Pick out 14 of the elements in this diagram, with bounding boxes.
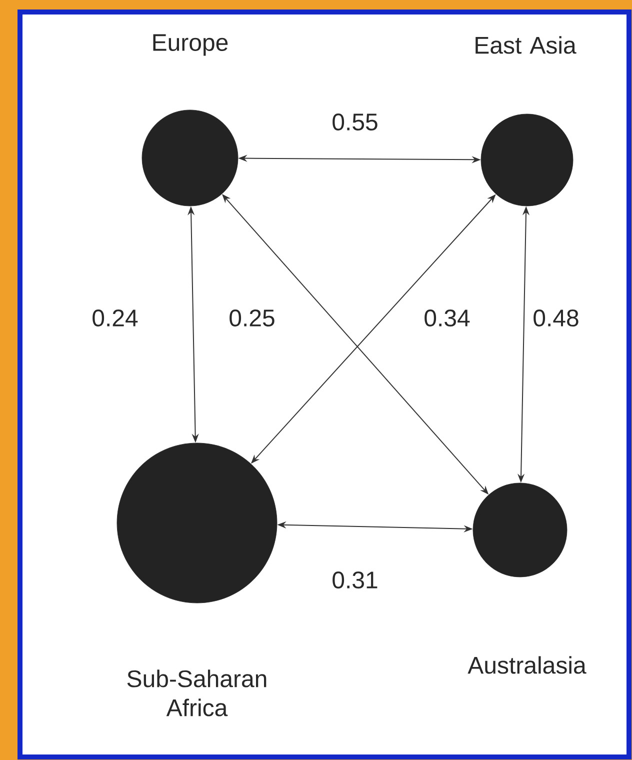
- region-label: Europe: [153, 34, 228, 56]
- region-circle: [142, 110, 238, 206]
- region-circle: [116, 442, 278, 604]
- edge-label: 0.25: [230, 310, 274, 326]
- edge-label: 0.55: [332, 114, 378, 130]
- region-circle: [472, 482, 568, 578]
- edge-label: 0.24: [92, 310, 138, 326]
- edge-label: 0.31: [332, 572, 378, 588]
- region-circle: [480, 114, 574, 206]
- edge-label: 0.48: [534, 310, 578, 326]
- region-label: East Asia: [476, 36, 576, 54]
- region-label: Sub-Saharan Africa: [127, 670, 266, 716]
- region-label: Australasia: [468, 656, 586, 674]
- edge-label: 0.34: [424, 310, 470, 326]
